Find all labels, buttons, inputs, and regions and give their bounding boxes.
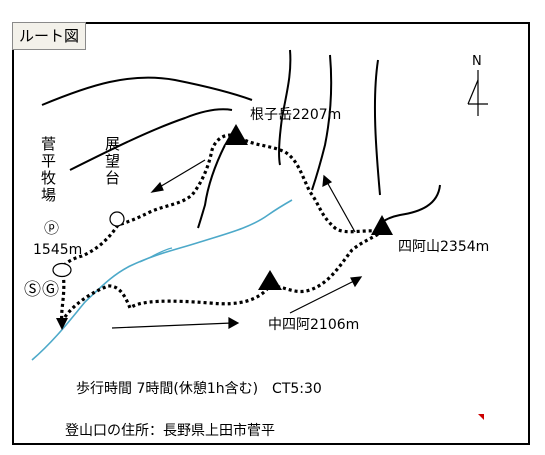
label-shiazumasan: 四阿山2354m bbox=[398, 239, 490, 255]
arrowhead bbox=[322, 174, 333, 188]
arrowhead bbox=[228, 316, 240, 330]
map-frame bbox=[12, 22, 530, 445]
trailhead-address: 登山口の住所：長野県上田市菅平 bbox=[65, 423, 275, 439]
arrow-to-tenbodai bbox=[157, 159, 206, 189]
ridge-line bbox=[197, 144, 226, 229]
arrow-lower bbox=[111, 322, 233, 329]
hiking-route bbox=[60, 133, 386, 328]
walking-time: 歩行時間 7時間(休憩1h含む) CT5:30 bbox=[76, 381, 322, 397]
ridge-line bbox=[69, 108, 233, 171]
north-arrow-icon bbox=[467, 70, 488, 116]
label-tenbodai: 展望台 bbox=[103, 136, 121, 187]
label-elevation: 1545m bbox=[33, 242, 83, 258]
river-tributary bbox=[139, 247, 173, 263]
map-title: ルート図 bbox=[12, 22, 87, 50]
parking-icon: ⓟ bbox=[44, 219, 60, 237]
parking-oval bbox=[52, 262, 72, 278]
label-nakashiazuma: 中四阿2106m bbox=[268, 317, 360, 333]
peak-marker-shiazumasan bbox=[371, 215, 393, 235]
ridge-line bbox=[41, 76, 253, 106]
north-label: N bbox=[472, 54, 482, 69]
corner-mark bbox=[478, 414, 484, 420]
ridge-line bbox=[377, 184, 441, 227]
label-sugadaira: 菅平牧場 bbox=[39, 136, 57, 204]
peak-marker-nakashiazuma bbox=[258, 270, 282, 290]
peak-marker-nekodake bbox=[224, 124, 248, 145]
ridge-line bbox=[277, 49, 292, 166]
arrow-to-nekodake bbox=[326, 181, 356, 233]
ridge-line bbox=[311, 54, 333, 191]
start-goal-marker: ⓈⒼ bbox=[24, 280, 60, 300]
start-arrowhead bbox=[56, 318, 68, 330]
river bbox=[31, 199, 293, 361]
arrowhead bbox=[150, 181, 164, 193]
label-nekodake: 根子岳2207m bbox=[250, 107, 342, 123]
viewpoint-circle bbox=[109, 211, 125, 227]
arrowhead bbox=[350, 276, 363, 288]
arrow-to-shiazuma bbox=[289, 279, 357, 314]
ridge-line bbox=[373, 59, 381, 196]
